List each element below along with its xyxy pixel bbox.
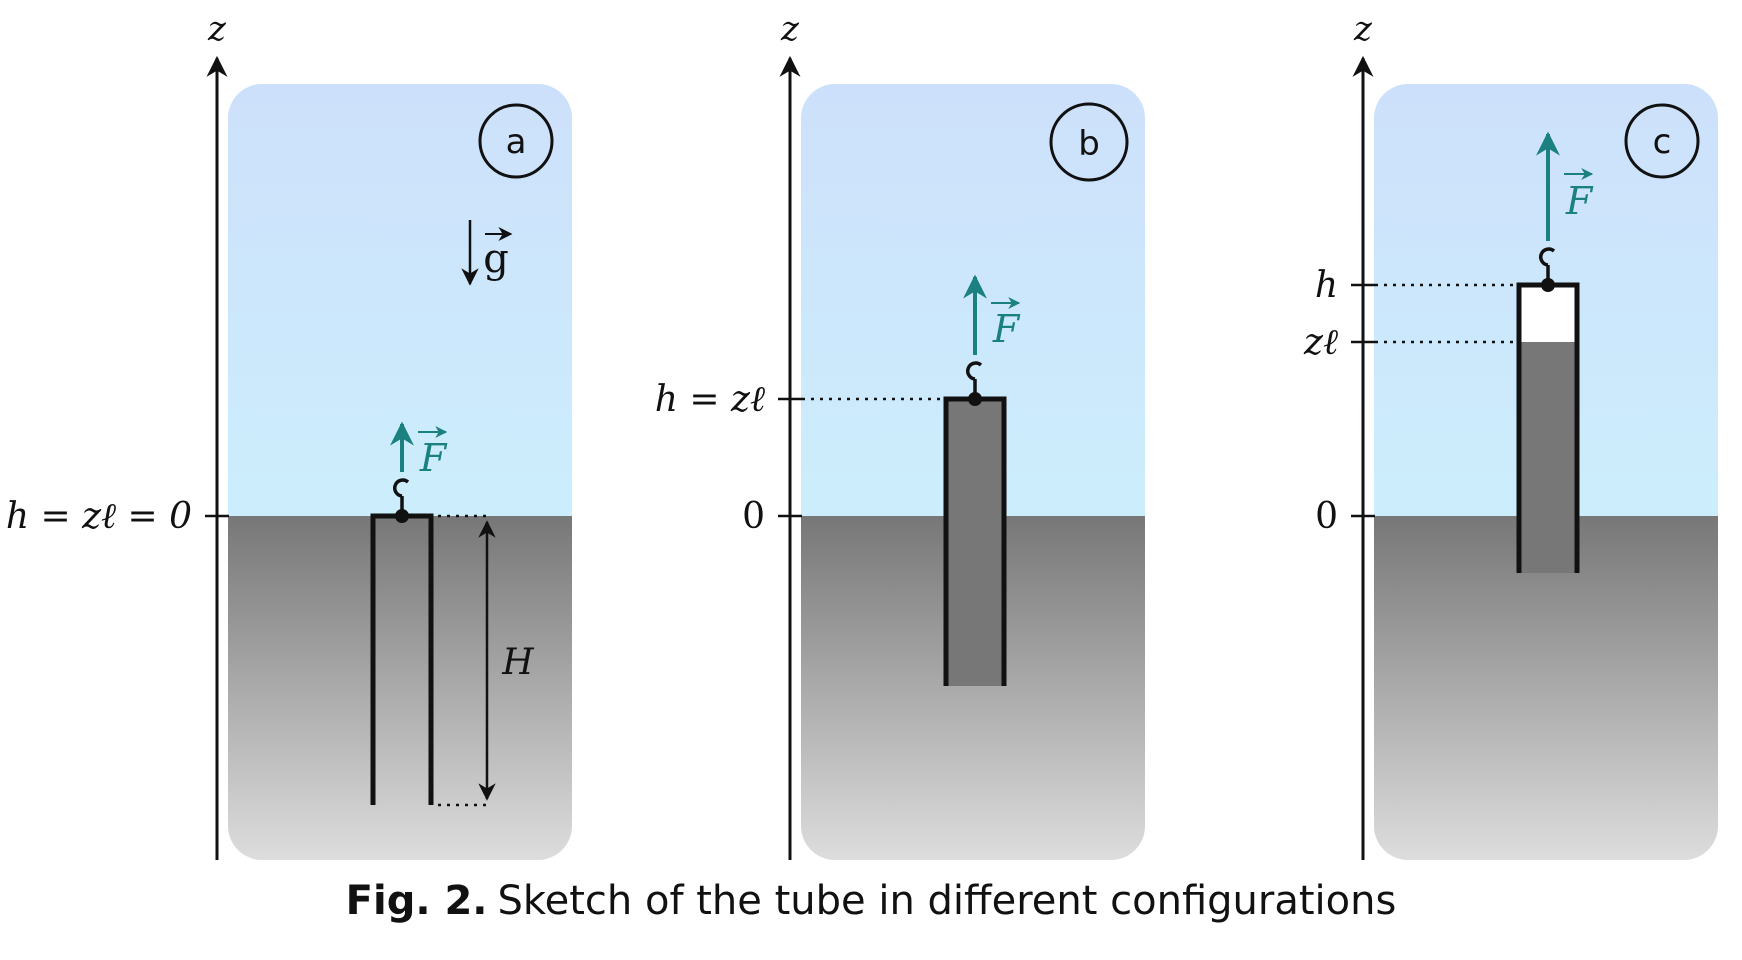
panel-c-zero-label: 0 bbox=[1315, 496, 1338, 537]
panel-b-badge bbox=[1049, 102, 1129, 182]
panel-c-liquid bbox=[1374, 516, 1718, 860]
panel-c-tube-air-gap bbox=[1519, 285, 1577, 342]
panel-b-axis-label: z bbox=[780, 9, 800, 49]
panel-c-tube-fill bbox=[1519, 342, 1577, 573]
panel-a-liquid bbox=[228, 516, 572, 860]
panel-b: z 0 h = zℓ b F bbox=[655, 9, 1145, 860]
panel-c-hook bbox=[1539, 247, 1556, 267]
panel-c-axis-label: z bbox=[1353, 9, 1373, 49]
panel-a-badge-label: a bbox=[506, 122, 527, 162]
panel-a-axis-label: z bbox=[207, 9, 227, 49]
figure-caption: Fig. 2.Sketch of the tube in different c… bbox=[0, 878, 1742, 924]
depth-label: H bbox=[501, 642, 534, 683]
panel-b-top-label: h = zℓ bbox=[655, 379, 765, 420]
panel-a-badge bbox=[478, 103, 554, 179]
panel-c-badge-label: c bbox=[1653, 122, 1672, 162]
caption-text: Sketch of the tube in different configur… bbox=[497, 878, 1397, 924]
panel-a-zero-label: h = zℓ = 0 bbox=[6, 496, 192, 537]
gravity-label: g bbox=[483, 236, 509, 282]
panel-c-h-label: h bbox=[1315, 265, 1338, 306]
caption-label: Fig. 2. bbox=[345, 878, 488, 924]
panel-b-hook bbox=[966, 361, 983, 381]
panel-b-tube-fill bbox=[946, 399, 1004, 686]
panel-b-zero-label: 0 bbox=[742, 496, 765, 537]
panel-b-force-label: F bbox=[992, 307, 1021, 351]
panel-b-badge-label: b bbox=[1078, 124, 1100, 164]
panel-c-badge bbox=[1624, 103, 1700, 179]
panel-a-background bbox=[228, 84, 572, 860]
panel-a-hook bbox=[393, 478, 410, 498]
panel-c: z 0 h zℓ c F bbox=[1303, 9, 1718, 860]
panel-a-force-label: F bbox=[419, 436, 448, 480]
panel-c-force-label: F bbox=[1565, 179, 1594, 223]
panel-a: z h = zℓ = 0 a g F H bbox=[6, 9, 572, 860]
panel-c-zl-label: zℓ bbox=[1303, 322, 1338, 363]
